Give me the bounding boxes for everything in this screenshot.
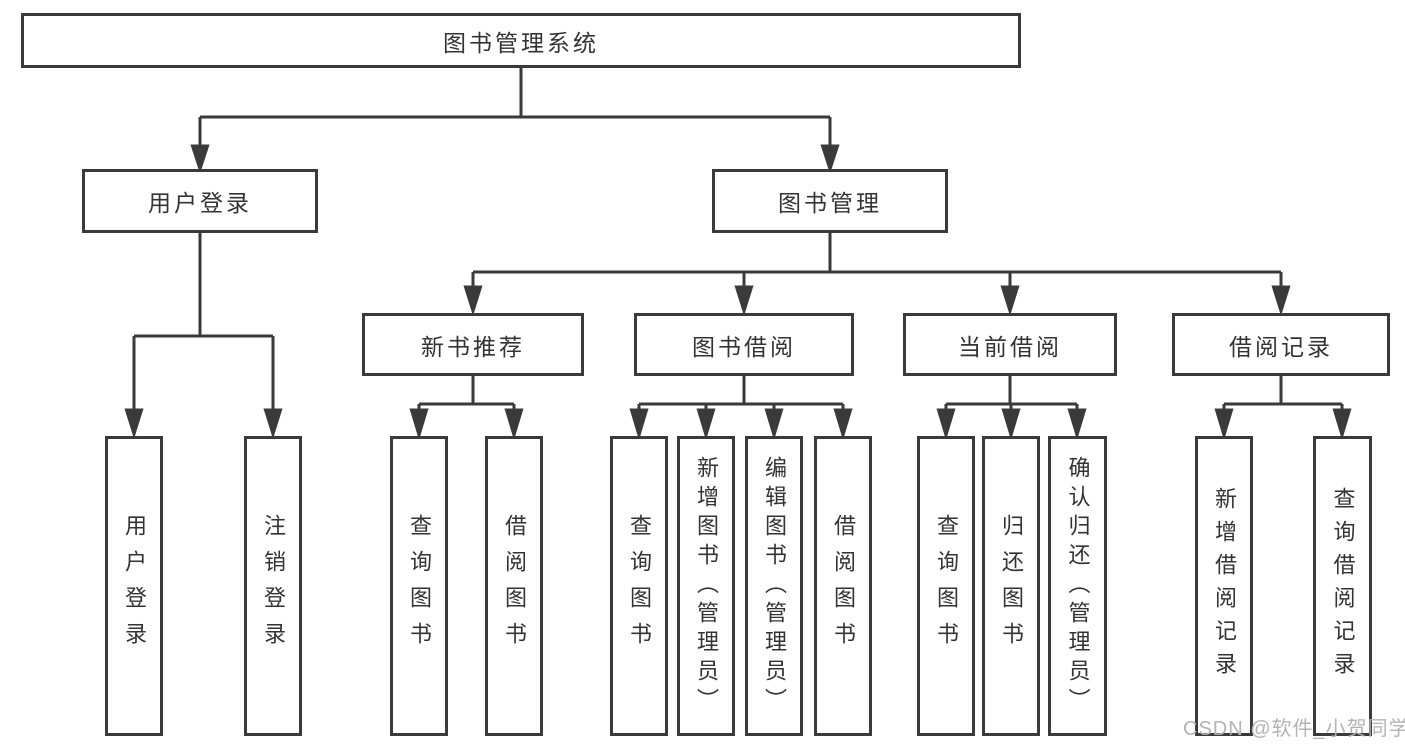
arrowhead <box>764 408 784 441</box>
connector-book-borrow <box>629 376 853 441</box>
leaf-query-books-2: 查询图书 <box>610 436 668 736</box>
connector-new-book <box>409 376 524 441</box>
leaf-logout-label: 注销登录 <box>261 514 286 658</box>
leaf-query-borrow-record: 查询借阅记录 <box>1313 436 1372 736</box>
arrowhead <box>1214 408 1234 441</box>
arrowhead <box>1332 408 1352 441</box>
connector-root <box>190 68 840 174</box>
csdn-watermark: CSDN @软件_小贺同学 <box>1183 718 1405 740</box>
leaf-query-books-1-label: 查询图书 <box>407 514 432 658</box>
leaf-edit-book-admin-label: 编辑图书（管理员） <box>762 455 787 717</box>
leaf-borrow-books-1-label: 借阅图书 <box>502 514 527 658</box>
arrowhead <box>696 408 716 441</box>
leaf-query-books-2-label: 查询图书 <box>627 514 652 658</box>
leaf-logout: 注销登录 <box>244 436 302 736</box>
connector-current-borrow <box>936 376 1087 441</box>
leaf-query-books-3-label: 查询图书 <box>934 514 959 658</box>
leaf-return-book: 归还图书 <box>982 436 1040 736</box>
arrowhead <box>833 408 853 441</box>
node-new-book-recommend-label: 新书推荐 <box>421 333 525 360</box>
arrowhead <box>629 408 649 441</box>
leaf-query-books-1: 查询图书 <box>390 436 448 736</box>
arrowhead <box>124 408 144 440</box>
connector-user-login <box>124 233 283 440</box>
leaf-borrow-books-2: 借阅图书 <box>814 436 872 736</box>
node-current-borrow-label: 当前借阅 <box>958 333 1062 360</box>
node-current-borrow: 当前借阅 <box>903 313 1117 376</box>
arrowhead <box>504 408 524 441</box>
node-book-management-label: 图书管理 <box>778 190 882 216</box>
leaf-borrow-books-1: 借阅图书 <box>485 436 543 736</box>
leaf-add-borrow-record: 新增借阅记录 <box>1195 436 1253 736</box>
leaf-return-book-label: 归还图书 <box>999 514 1024 658</box>
arrowhead <box>1000 285 1020 317</box>
arrowhead <box>190 144 210 174</box>
node-borrow-records-label: 借阅记录 <box>1229 333 1333 360</box>
node-book-borrow: 图书借阅 <box>634 313 854 376</box>
node-book-borrow-label: 图书借阅 <box>692 333 796 360</box>
leaf-user-login-label: 用户登录 <box>122 514 147 658</box>
leaf-query-borrow-record-label: 查询借阅记录 <box>1330 487 1356 685</box>
arrowhead <box>1271 285 1291 317</box>
node-book-management: 图书管理 <box>712 169 948 233</box>
leaf-user-login: 用户登录 <box>105 436 163 736</box>
arrowhead <box>263 408 283 440</box>
arrowhead <box>734 285 754 317</box>
arrowhead <box>936 408 956 441</box>
arrowhead <box>1001 408 1021 441</box>
connector-borrow-records <box>1214 376 1352 441</box>
node-user-login: 用户登录 <box>82 169 318 233</box>
node-library-system-label: 图书管理系统 <box>443 29 599 56</box>
leaf-edit-book-admin: 编辑图书（管理员） <box>745 436 803 736</box>
node-new-book-recommend: 新书推荐 <box>362 313 584 376</box>
node-library-system: 图书管理系统 <box>21 13 1021 68</box>
node-user-login-label: 用户登录 <box>148 190 252 216</box>
leaf-confirm-return-admin-label: 确认归还（管理员） <box>1065 455 1091 717</box>
leaf-confirm-return-admin: 确认归还（管理员） <box>1048 436 1107 736</box>
leaf-borrow-books-2-label: 借阅图书 <box>831 514 856 658</box>
arrowhead <box>820 144 840 174</box>
leaf-add-borrow-record-label: 新增借阅记录 <box>1212 487 1237 685</box>
arrowhead <box>1067 408 1087 441</box>
connector-book-management <box>463 233 1291 317</box>
leaf-query-books-3: 查询图书 <box>917 436 975 736</box>
arrowhead <box>463 285 483 317</box>
leaf-add-book-admin-label: 新增图书（管理员） <box>694 455 719 717</box>
node-borrow-records: 借阅记录 <box>1172 313 1390 376</box>
leaf-add-book-admin: 新增图书（管理员） <box>677 436 735 736</box>
arrowhead <box>409 408 429 441</box>
